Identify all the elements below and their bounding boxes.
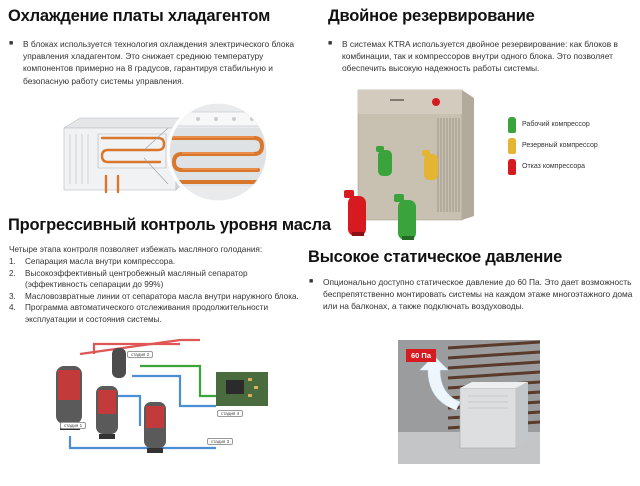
stage-label-2: стадия 2 <box>127 351 154 358</box>
yellow-compressor-icon <box>508 138 516 154</box>
pressure-bullet: ■ Опционально доступно статическое давле… <box>309 276 634 313</box>
red-compressor-icon <box>508 159 516 175</box>
refrigerant-cooling-illustration <box>62 100 270 202</box>
bullet-icon: ■ <box>328 40 333 47</box>
stage-label-1: стадия 1 <box>60 422 87 429</box>
compressor-legend: Рабочий компрессор Резервный компрессор … <box>508 117 638 180</box>
bullet-icon: ■ <box>9 40 14 47</box>
cooling-title: Охлаждение платы хладагентом <box>8 7 271 25</box>
stage-label-4: стадия 4 <box>217 410 244 417</box>
oil-title: Прогрессивный контроль уровня масла <box>8 216 331 234</box>
list-item: 3.Масловозвратные линии от сепаратора ма… <box>9 291 299 301</box>
list-item: 1.Сепарация масла внутри компрессора. <box>9 257 176 266</box>
list-item: 2.Высокоэффективный центробежный масляны… <box>9 268 248 290</box>
green-compressor-icon <box>508 117 516 133</box>
backup-text: В системах KTRA используется двойное рез… <box>342 39 618 74</box>
outdoor-unit-illustration <box>344 89 474 240</box>
list-item: 4.Программа автоматического отслеживания… <box>9 303 269 324</box>
oil-control-diagram <box>56 338 268 453</box>
stage-label-3: стадия 3 <box>207 438 234 445</box>
backup-bullet: ■ В системах KTRA используется двойное р… <box>328 38 634 75</box>
pressure-title: Высокое статическое давление <box>308 248 563 266</box>
pressure-badge: 60 Па <box>406 349 436 362</box>
backup-title: Двойное резервирование <box>328 7 535 25</box>
pressure-text: Опционально доступно статическое давлени… <box>323 277 633 312</box>
working-compressor-1 <box>376 146 392 176</box>
cooling-text: В блоках используется технология охлажде… <box>23 39 295 86</box>
balcony-unit-illustration <box>398 340 540 464</box>
cooling-bullet: ■ В блоках используется технология охлаж… <box>9 38 313 87</box>
bullet-icon: ■ <box>309 278 314 285</box>
oil-steps: 1.Сепарация масла внутри компрессора. 2.… <box>9 256 305 326</box>
oil-intro: Четыре этапа контроля позволяет избежать… <box>9 245 263 254</box>
